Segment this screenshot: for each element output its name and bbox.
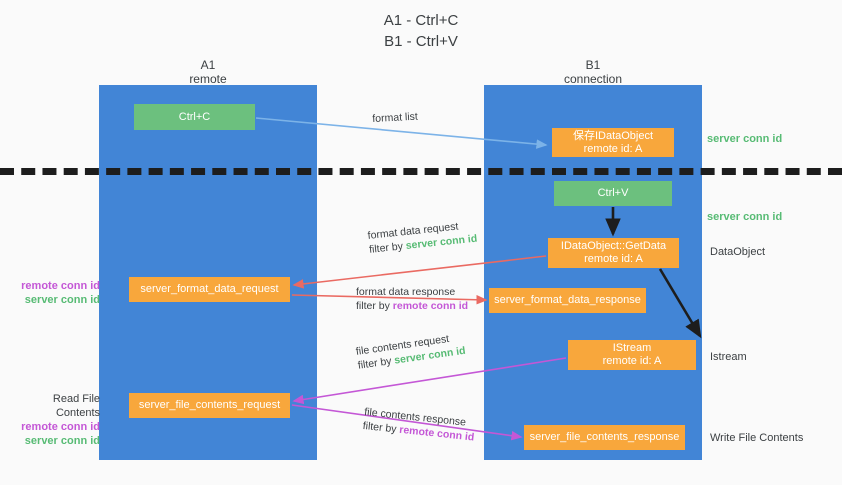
label-fcres-prefix: filter by: [362, 419, 400, 436]
label-format-list-text: format list: [372, 110, 419, 125]
box-file-contents-response-label: server_file_contents_response: [529, 431, 680, 443]
title-line-2: B1 - Ctrl+V: [384, 33, 458, 50]
box-idataobject-line1: 保存IDataObject: [572, 129, 654, 142]
side-label-remote-conn-2: remote conn id: [21, 421, 100, 433]
side-label-istream-text: Istream: [710, 351, 747, 363]
box-format-data-request-label: server_format_data_request: [140, 283, 279, 295]
lane-b1-name: B1: [585, 58, 601, 72]
side-label-server-conn-2: server conn id: [24, 435, 100, 447]
side-label-dataobject: DataObject: [710, 245, 765, 259]
box-idataobject-line2: remote id: A: [583, 142, 643, 155]
lane-header-b1: B1 connection: [520, 58, 666, 86]
label-fdreq-prefix: filter by: [368, 240, 407, 256]
box-istream[interactable]: IStream remote id: A: [568, 340, 696, 370]
box-ctrl-c-label: Ctrl+C: [178, 110, 211, 123]
box-istream-line1: IStream: [612, 342, 652, 354]
side-label-read-file-contents: Read File Contents: [52, 393, 100, 419]
side-label-server-conn-mid-text: server conn id: [707, 211, 783, 223]
label-format-data-response: format data response filter by remote co…: [356, 285, 468, 313]
box-istream-line2: remote id: A: [602, 355, 662, 367]
box-ctrl-v-label: Ctrl+V: [597, 187, 629, 199]
box-idataobject-getdata[interactable]: IDataObject::GetData remote id: A: [548, 238, 679, 268]
side-label-server-conn-top-text: server conn id: [707, 133, 783, 145]
box-ctrl-c[interactable]: Ctrl+C: [134, 104, 255, 130]
side-label-conn-ids-top: remote conn id server conn id: [8, 279, 100, 307]
side-label-istream: Istream: [710, 350, 747, 364]
lane-a1-name: A1: [200, 58, 216, 72]
lane-a1-sub: remote: [189, 72, 227, 86]
divider-dashed-line: [0, 168, 842, 175]
box-ctrl-v[interactable]: Ctrl+V: [554, 181, 672, 206]
side-label-dataobject-text: DataObject: [710, 246, 766, 258]
label-format-data-request: format data request filter by server con…: [367, 218, 478, 257]
box-file-contents-request-label: server_file_contents_request: [138, 399, 281, 411]
label-fdres-line1: format data response: [356, 286, 456, 298]
lane-b1-sub: connection: [563, 72, 623, 86]
label-format-list: format list: [372, 110, 418, 126]
side-label-remote-conn-1: remote conn id: [21, 280, 100, 292]
box-getdata-line2: remote id: A: [584, 253, 643, 265]
side-label-write-file-contents: Write File Contents: [710, 431, 803, 445]
box-idataobject[interactable]: 保存IDataObject remote id: A: [552, 128, 674, 157]
box-server-file-contents-request[interactable]: server_file_contents_request: [129, 393, 290, 418]
box-server-format-data-request[interactable]: server_format_data_request: [129, 277, 290, 302]
side-label-server-conn-top: server conn id: [707, 132, 782, 146]
label-fdres-prefix: filter by: [356, 300, 393, 312]
box-getdata-line1: IDataObject::GetData: [560, 240, 667, 252]
side-label-write-file-contents-text: Write File Contents: [710, 432, 804, 444]
label-fdres-highlight: remote conn id: [392, 300, 469, 312]
label-fcreq-prefix: filter by: [357, 354, 396, 372]
box-server-format-data-response[interactable]: server_format_data_response: [489, 288, 646, 313]
side-label-read-file-contents-group: Read File Contents remote conn id server…: [8, 392, 100, 448]
title-line-1: A1 - Ctrl+C: [383, 12, 459, 29]
page-title: A1 - Ctrl+C B1 - Ctrl+V: [0, 10, 842, 52]
side-label-server-conn-1: server conn id: [24, 294, 100, 306]
label-file-contents-request: file contents request filter by server c…: [355, 330, 466, 373]
box-format-data-response-label: server_format_data_response: [494, 294, 641, 306]
lane-header-a1: A1 remote: [135, 58, 281, 86]
label-file-contents-response: file contents response filter by remote …: [362, 405, 476, 445]
side-label-server-conn-mid: server conn id: [707, 210, 782, 224]
box-server-file-contents-response[interactable]: server_file_contents_response: [524, 425, 685, 450]
